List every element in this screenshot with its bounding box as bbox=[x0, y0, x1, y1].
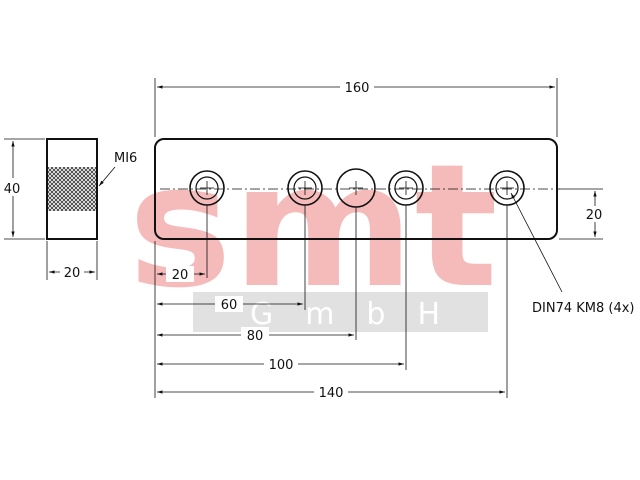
overall-length-label: 160 bbox=[345, 81, 370, 96]
bolt-callout-label: DIN74 KM8 (4x) bbox=[532, 301, 635, 316]
hole-position-label-60: 60 bbox=[221, 298, 238, 313]
thread-label: MI6 bbox=[114, 151, 137, 166]
hole-position-label-100: 100 bbox=[269, 358, 294, 373]
side-view-outline bbox=[46, 138, 98, 240]
smt-gmbh-logo-watermark: smt G m b H bbox=[128, 128, 498, 332]
side-height-label: 40 bbox=[4, 182, 21, 197]
hole-position-label-80: 80 bbox=[247, 329, 264, 344]
front-view: 160 20 20 60 80 100 140 DIN74 KM8 (4x) bbox=[154, 78, 635, 401]
side-view: 40 20 MI6 bbox=[0, 138, 137, 281]
side-width-label: 20 bbox=[64, 266, 81, 281]
thread-leader-line bbox=[98, 166, 116, 187]
hole-position-label-140: 140 bbox=[319, 386, 344, 401]
hole-position-label-20: 20 bbox=[172, 268, 189, 283]
knurled-thread-area bbox=[48, 167, 96, 211]
front-height-label: 20 bbox=[586, 208, 603, 223]
bolt-callout-leader bbox=[510, 192, 563, 293]
